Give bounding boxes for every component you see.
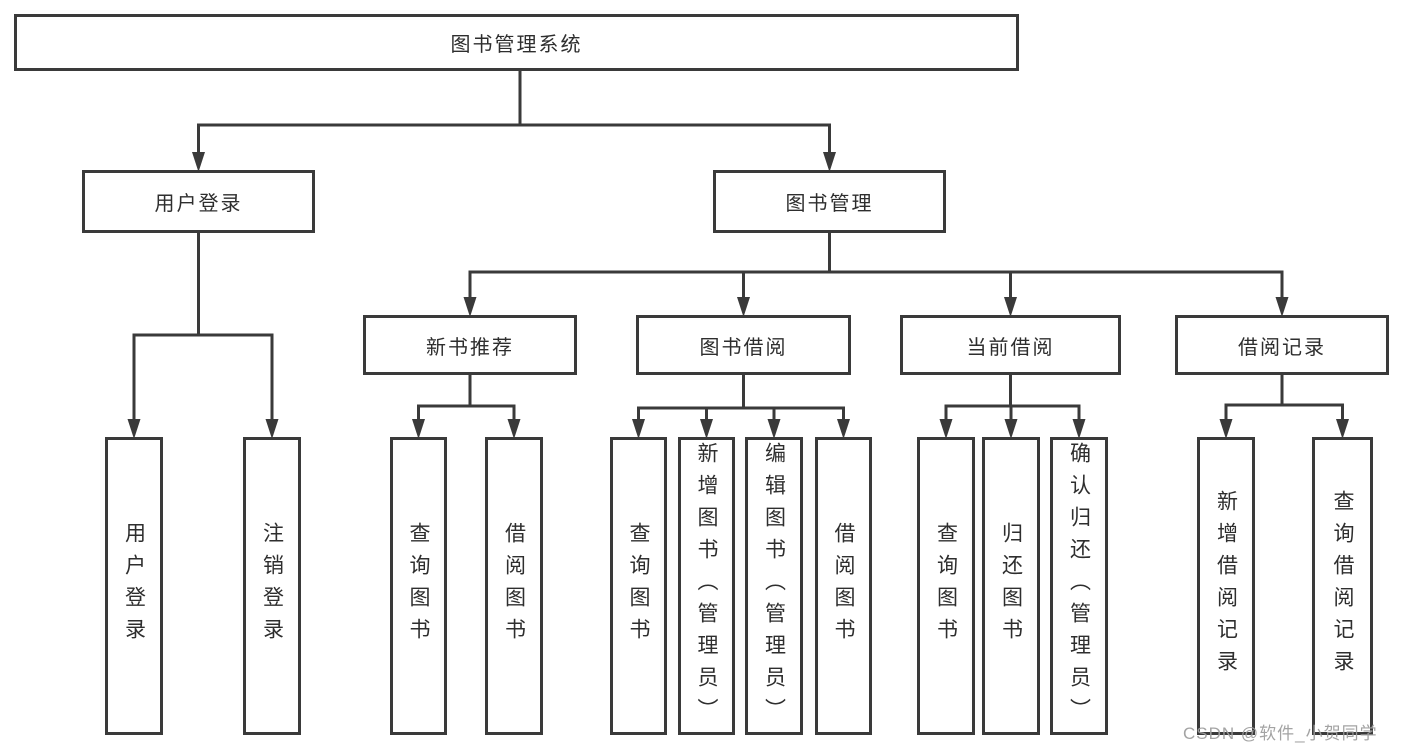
node-label: 借阅图书 [832, 522, 855, 650]
node-label: 用户登录 [154, 193, 243, 215]
node-label: 图书管理系统 [450, 34, 583, 56]
node-label: 归还图书 [999, 522, 1023, 650]
node-leaf-bb-query: 查询图书 [610, 437, 667, 735]
node-label: 新增借阅记录 [1214, 490, 1238, 682]
watermark: CSDN @软件_小贺同学 [1183, 724, 1378, 743]
node-current-borrow: 当前借阅 [900, 315, 1121, 375]
node-label: 借阅图书 [502, 522, 526, 650]
node-leaf-rec-borrow: 借阅图书 [485, 437, 543, 735]
node-leaf-bb-borrow: 借阅图书 [815, 437, 872, 735]
node-leaf-bb-add: 新增图书（管理员） [678, 437, 735, 735]
node-leaf-bb-edit: 编辑图书（管理员） [745, 437, 803, 735]
node-leaf-logout: 注销登录 [243, 437, 301, 735]
node-borrow-records: 借阅记录 [1175, 315, 1389, 375]
node-new-book-rec: 新书推荐 [363, 315, 577, 375]
node-book-mgmt: 图书管理 [713, 170, 946, 233]
node-label: 注销登录 [260, 522, 284, 650]
node-label: 新增图书（管理员） [695, 442, 718, 730]
node-label: 借阅记录 [1238, 336, 1326, 359]
node-label: 用户登录 [122, 522, 146, 650]
node-label: 编辑图书（管理员） [762, 442, 786, 730]
node-root: 图书管理系统 [14, 14, 1019, 71]
node-label: 查询借阅记录 [1331, 490, 1354, 682]
node-label: 新书推荐 [426, 336, 514, 359]
node-label: 查询图书 [627, 522, 650, 650]
node-leaf-br-query: 查询借阅记录 [1312, 437, 1373, 735]
node-label: 查询图书 [407, 522, 430, 650]
node-book-borrow: 图书借阅 [636, 315, 851, 375]
node-leaf-cb-query: 查询图书 [917, 437, 975, 735]
node-label: 图书管理 [785, 193, 874, 215]
node-leaf-br-add: 新增借阅记录 [1197, 437, 1255, 735]
node-leaf-cb-return: 归还图书 [982, 437, 1040, 735]
node-label: 查询图书 [934, 522, 958, 650]
node-label: 当前借阅 [966, 336, 1055, 359]
node-user-login: 用户登录 [82, 170, 315, 233]
node-label: 图书借阅 [699, 336, 788, 359]
node-leaf-user-login: 用户登录 [105, 437, 163, 735]
node-leaf-cb-confirm: 确认归还（管理员） [1050, 437, 1108, 735]
node-leaf-rec-query: 查询图书 [390, 437, 447, 735]
node-label: 确认归还（管理员） [1067, 442, 1091, 730]
